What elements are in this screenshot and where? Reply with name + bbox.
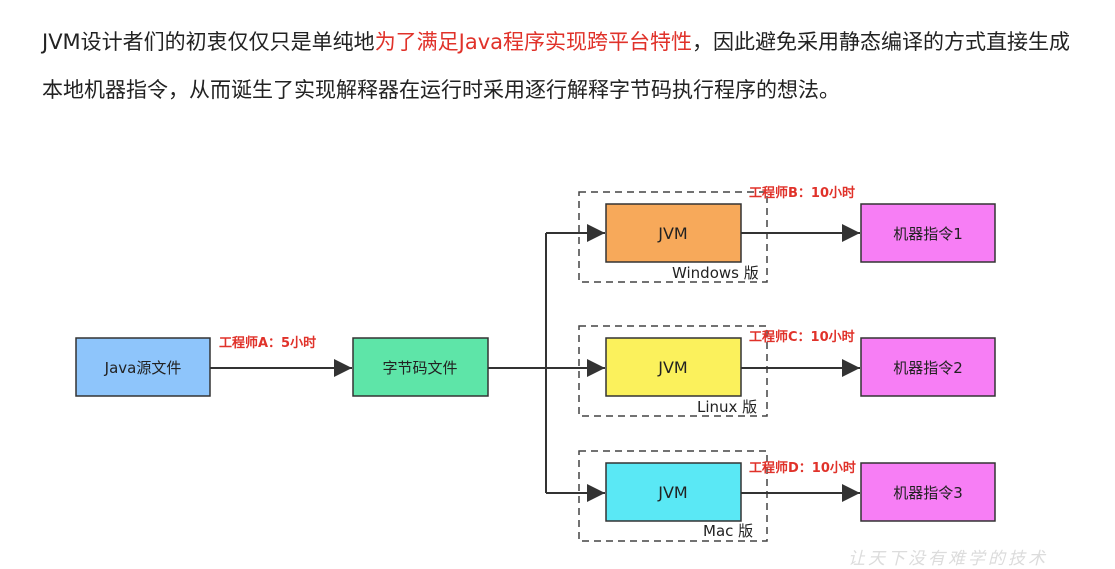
machine-code-2-label: 机器指令2: [893, 359, 963, 377]
machine-code-3-label: 机器指令3: [893, 484, 963, 502]
machine-code-2-box: [860, 337, 996, 397]
intro-paragraph: JVM设计者们的初衷仅仅只是单纯地为了满足Java程序实现跨平台特性，因此避免采…: [42, 18, 1082, 114]
watermark-text: 让天下没有难学的技术: [848, 549, 1048, 569]
java-source-label: Java源文件: [104, 359, 182, 377]
linux-jvm-label: JVM: [657, 358, 687, 377]
mac-version-label: Mac 版: [703, 522, 753, 540]
engineer-c-label: 工程师C：10小时: [749, 329, 855, 345]
windows-jvm-label: JVM: [657, 224, 687, 243]
paragraph-part2: ，因此避免采用静态编译的方式直接生成本地机器指令，从而诞生了实现解释器在运行时采…: [42, 30, 1071, 102]
linux-version-label: Linux 版: [697, 398, 757, 416]
engineer-b-label: 工程师B：10小时: [749, 185, 855, 201]
linux-jvm-box: [605, 337, 742, 397]
linux-group-frame: [578, 325, 768, 417]
paragraph-part1: JVM设计者们的初衷仅仅只是单纯地: [42, 30, 375, 54]
mac-jvm-label: JVM: [657, 483, 687, 502]
mac-jvm-box: [605, 462, 742, 522]
machine-code-1-box: [860, 203, 996, 263]
machine-code-1-label: 机器指令1: [893, 225, 963, 243]
windows-group-frame: [578, 191, 768, 283]
bytecode-box: [352, 337, 489, 397]
bytecode-label: 字节码文件: [382, 359, 457, 377]
paragraph-highlight: 为了满足Java程序实现跨平台特性: [374, 30, 693, 54]
java-source-box: [75, 337, 211, 397]
windows-jvm-box: [605, 203, 742, 263]
engineer-a-label: 工程师A：5小时: [219, 335, 316, 351]
mac-group-frame: [578, 450, 768, 542]
engineer-d-label: 工程师D：10小时: [749, 460, 856, 476]
windows-version-label: Windows 版: [672, 264, 759, 282]
machine-code-3-box: [860, 462, 996, 522]
